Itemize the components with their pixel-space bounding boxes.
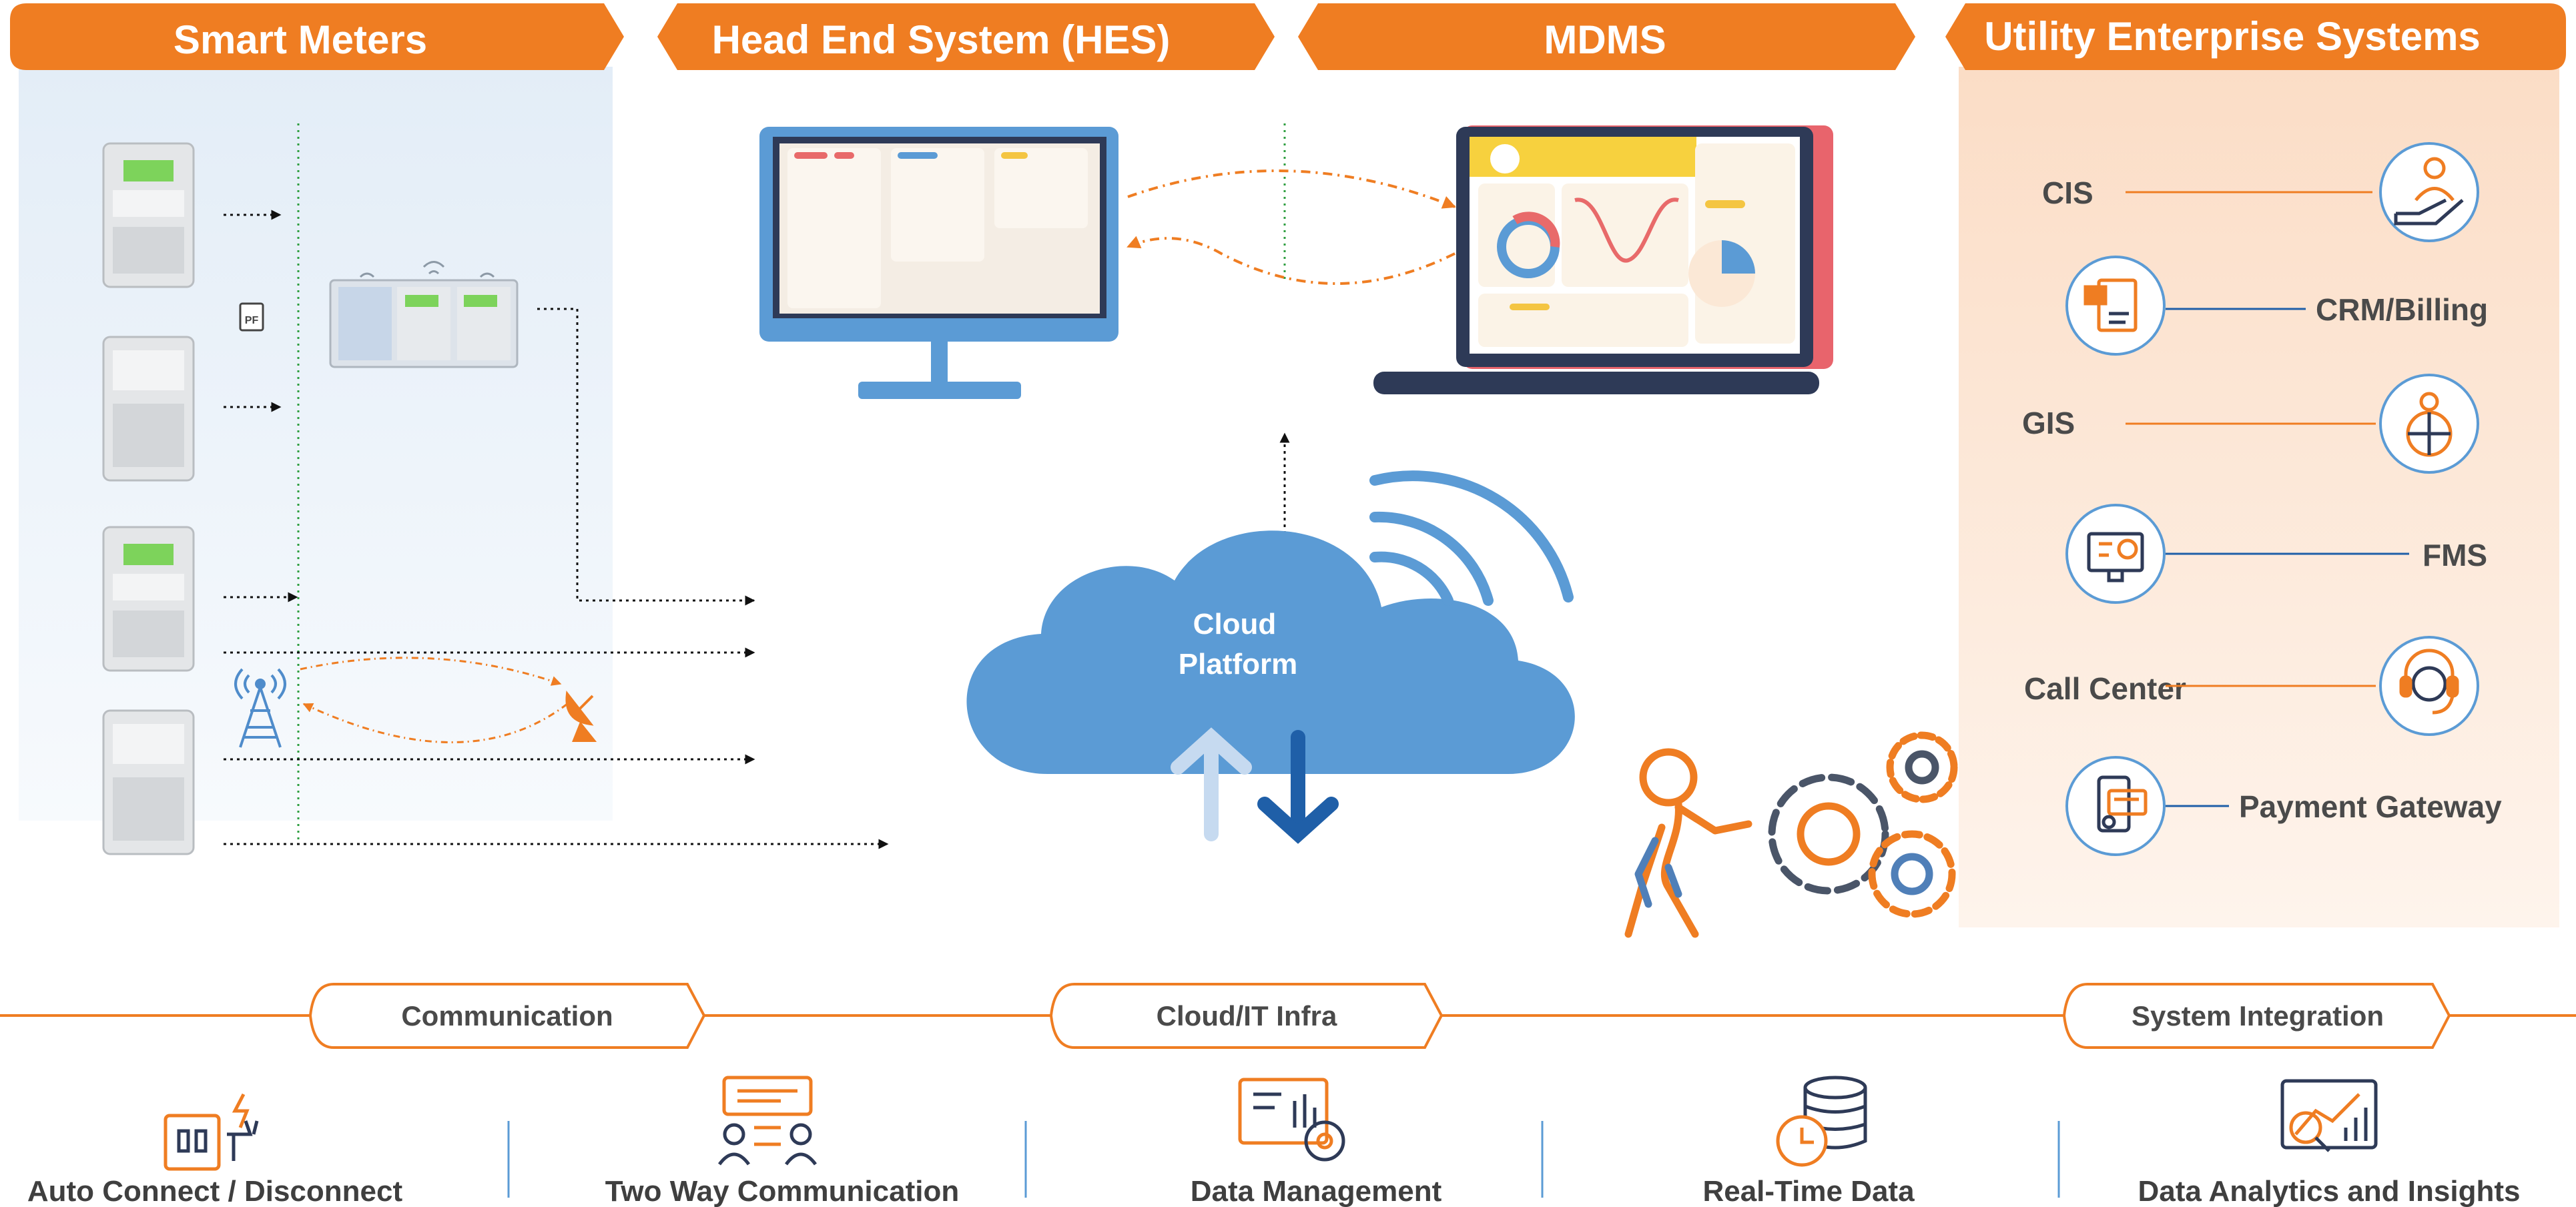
hes-monitor-icon [759, 127, 1118, 399]
bill-document-icon [2083, 278, 2138, 332]
analytics-board-icon [2280, 1079, 2378, 1152]
pill-system-integration: System Integration [2062, 983, 2451, 1049]
ues-item-cis: CIS [2042, 142, 2479, 242]
hand-user-icon [2394, 157, 2464, 226]
hes-mdms-link-arcs [1126, 169, 1456, 285]
feature-two-way-communication: Two Way Communication [605, 1076, 959, 1207]
pill-label-system-integration: System Integration [2132, 1000, 2384, 1032]
feature-label-auto-connect: Auto Connect / Disconnect [27, 1175, 403, 1207]
feature-label-data-management: Data Management [1191, 1175, 1442, 1207]
globe-pin-icon [2406, 392, 2453, 457]
ues-label-call-center: Call Center [2024, 671, 2186, 706]
feature-label-two-way-communication: Two Way Communication [605, 1175, 959, 1207]
smart-meter-3 [102, 526, 195, 672]
header-banner-smart-meters: Smart Meters [10, 3, 624, 70]
ues-label-crm-billing: CRM/Billing [2316, 292, 2488, 327]
cloud-label-line1: Cloud [1193, 608, 1277, 641]
pill-label-communication: Communication [401, 1000, 613, 1032]
header-banner-hes: Head End System (HES) [657, 3, 1275, 70]
ues-label-fms: FMS [2423, 538, 2487, 572]
section-title-hes: Head End System (HES) [712, 17, 1171, 62]
ues-item-payment-gateway: Payment Gateway [2065, 756, 2502, 856]
cell-tower-icon [234, 668, 286, 748]
ues-label-cis: CIS [2042, 175, 2094, 210]
ues-label-payment-gateway: Payment Gateway [2239, 789, 2502, 824]
cloud-label-line2: Platform [1179, 648, 1297, 681]
person-gears-icon [1624, 731, 1958, 938]
feature-auto-connect: Auto Connect / Disconnect [27, 1093, 403, 1207]
monitor-gear-icon [2087, 532, 2144, 582]
smart-meter-4 [102, 709, 195, 855]
meter-connectors [224, 210, 1290, 849]
feature-data-management: Data Management [1191, 1078, 1442, 1207]
pf-meter-icon: PF [239, 302, 264, 332]
satellite-dish-icon [565, 690, 597, 742]
headset-icon [2399, 649, 2459, 715]
pill-label-cloud-it-infra: Cloud/IT Infra [1157, 1000, 1337, 1032]
smart-meter-1 [102, 142, 195, 288]
data-concentrator [329, 261, 519, 368]
plug-socket-icon [164, 1093, 259, 1171]
download-arrow-icon [1257, 730, 1339, 844]
mobile-payment-icon [2097, 775, 2148, 833]
upload-arrow-icon [1171, 727, 1252, 841]
header-banner-mdms: MDMS [1298, 3, 1915, 70]
ues-item-gis: GIS [2022, 374, 2479, 474]
ues-item-fms: FMS [2065, 504, 2487, 604]
header-banner-utility-systems: Utility Enterprise Systems [1945, 3, 2566, 70]
feature-data-analytics: Data Analytics and Insights [2138, 1079, 2521, 1207]
cloud-wireless-waves-icon [1369, 470, 1574, 606]
pill-communication: Communication [308, 983, 706, 1049]
ues-item-call-center: Call Center [2024, 636, 2479, 736]
feature-label-data-analytics: Data Analytics and Insights [2138, 1175, 2521, 1207]
feature-separators [507, 1121, 2060, 1198]
section-title-smart-meters: Smart Meters [174, 17, 427, 62]
section-title-utility-systems: Utility Enterprise Systems [1984, 14, 2481, 59]
database-clock-icon [1776, 1076, 1867, 1167]
monitor-settings-icon [1238, 1078, 1345, 1162]
feature-real-time-data: Real-Time Data [1702, 1076, 1915, 1207]
section-title-mdms: MDMS [1544, 17, 1666, 62]
svg-text:PF: PF [245, 315, 259, 326]
chat-users-icon [717, 1076, 818, 1166]
ues-label-gis: GIS [2022, 406, 2075, 440]
mdms-laptop-icon [1373, 125, 1833, 394]
feature-label-real-time-data: Real-Time Data [1702, 1175, 1915, 1207]
cloud-platform: Cloud Platform [966, 530, 1575, 844]
wireless-link-arcs [300, 657, 568, 743]
smart-meter-2 [102, 336, 195, 482]
ues-item-crm-billing: CRM/Billing [2065, 256, 2488, 356]
pill-cloud-it-infra: Cloud/IT Infra [1049, 983, 1443, 1049]
